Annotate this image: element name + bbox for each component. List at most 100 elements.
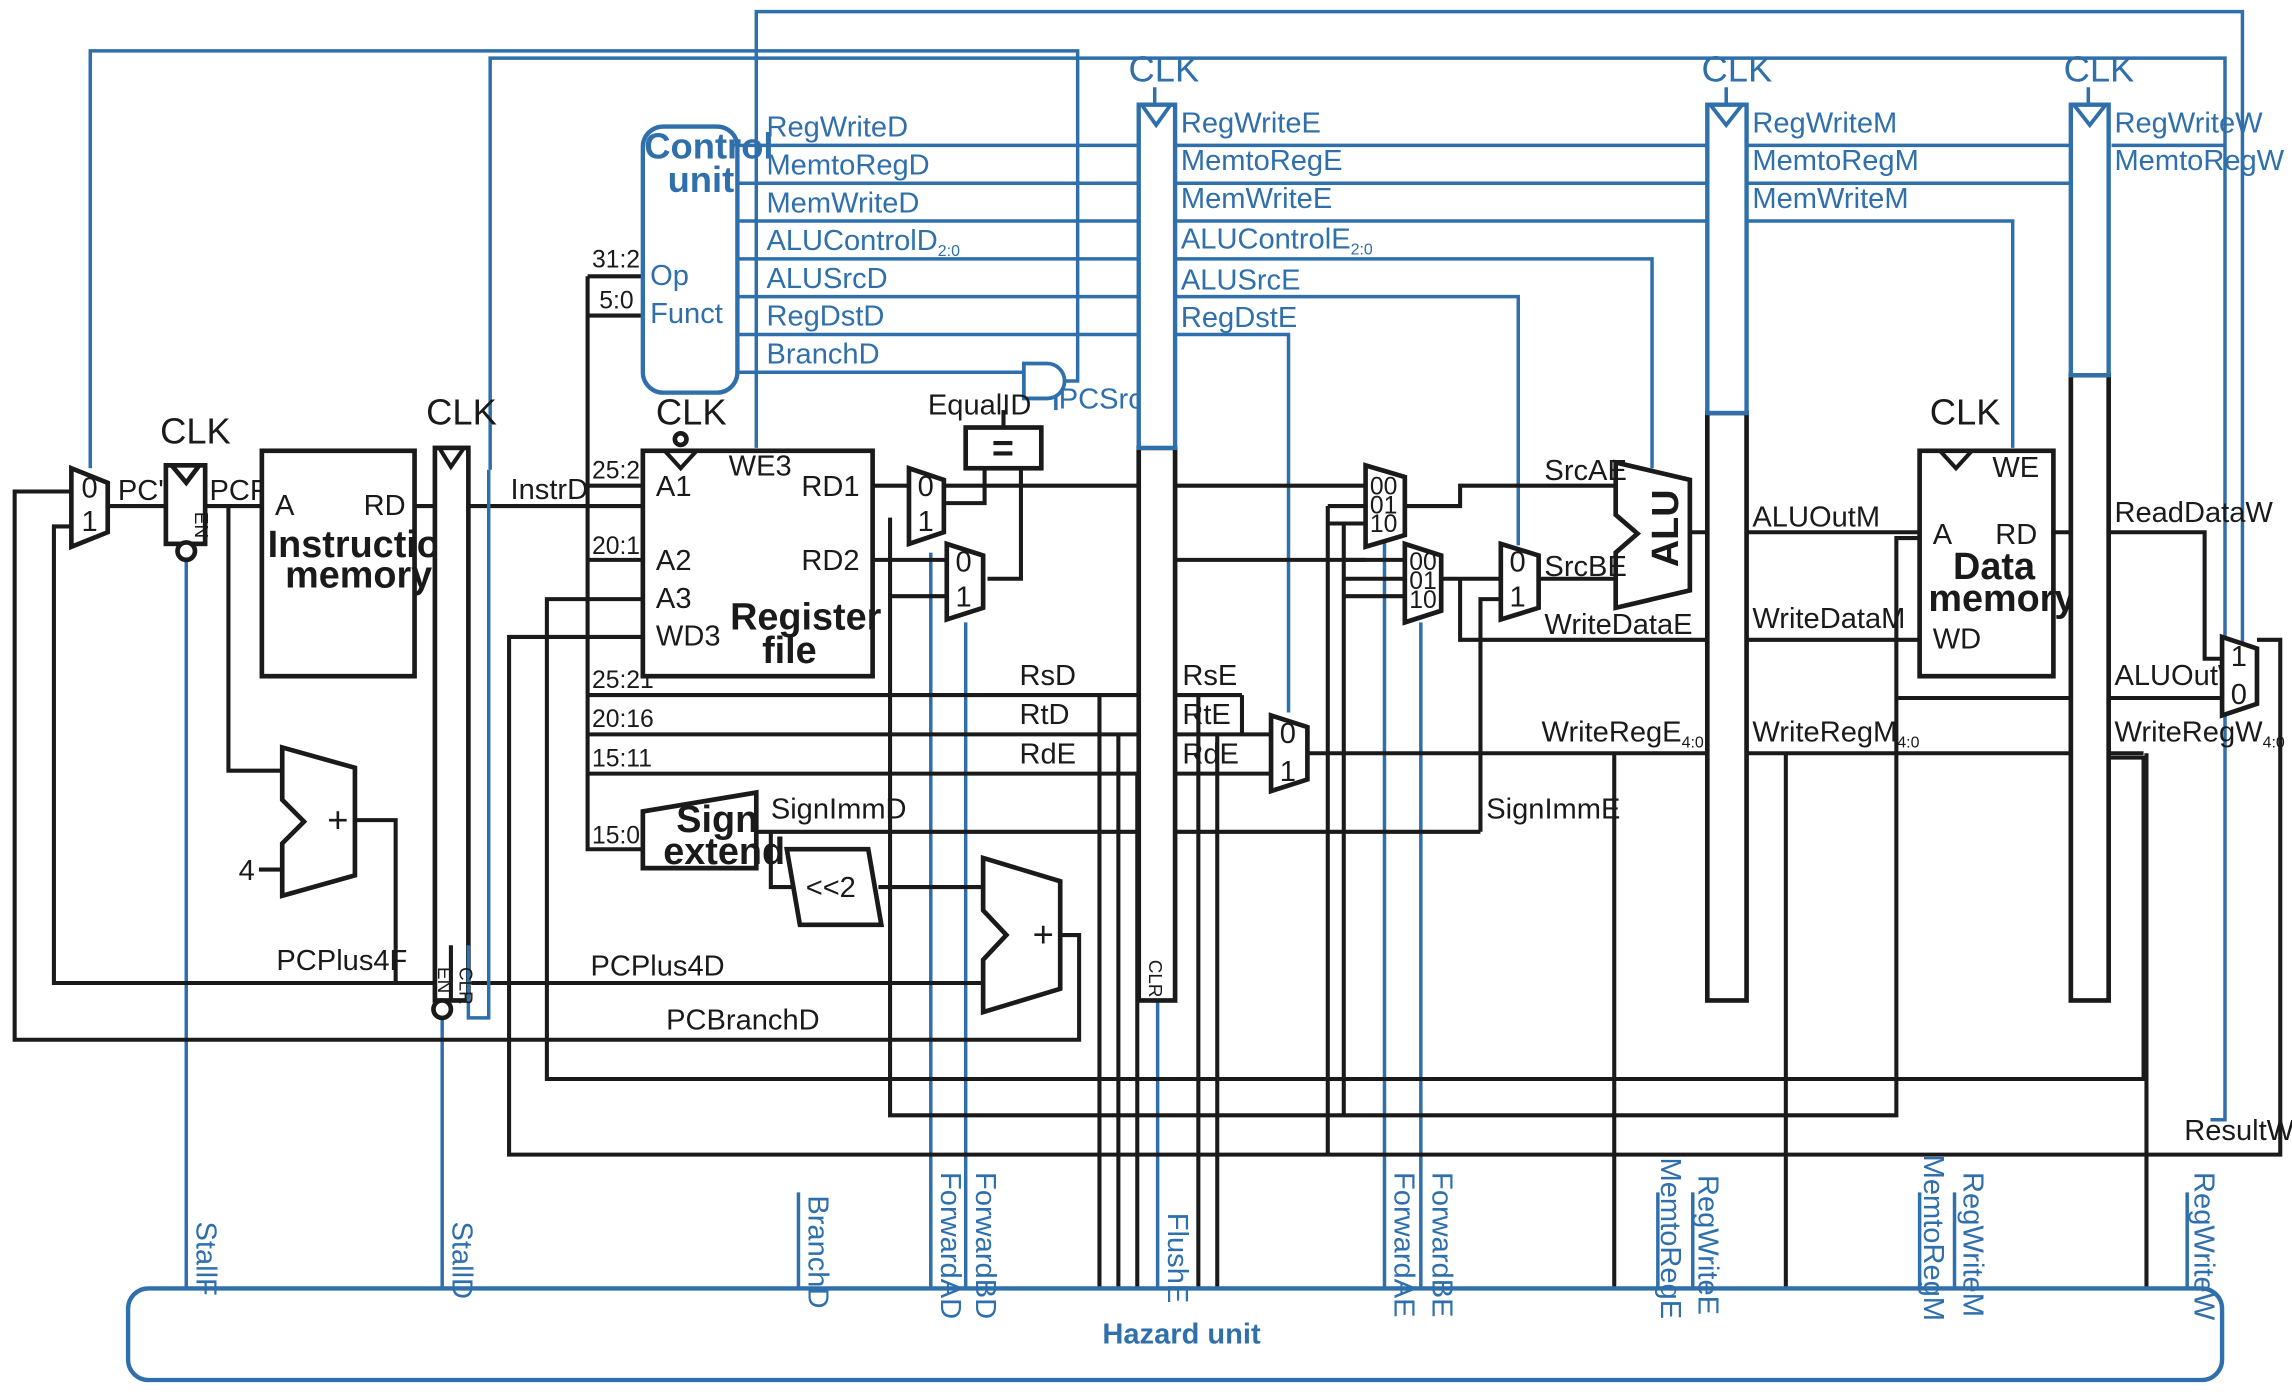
writeback-control-labels: RegWriteW MemtoRegW (2114, 107, 2284, 177)
pc-register: EN CLK (160, 411, 231, 563)
signimmd-label: SignImmD (771, 794, 907, 826)
forward-ae-mux: 00 01 10 (1363, 462, 1408, 550)
svg-text:ForwardAE: ForwardAE (1388, 1172, 1420, 1317)
dmem-clk-label: CLK (1930, 392, 2001, 433)
svg-text:EN: EN (190, 512, 211, 538)
signimme-label: SignImmE (1486, 794, 1620, 826)
svg-text:StallF: StallF (189, 1222, 221, 1296)
svg-text:Data: Data (1953, 546, 2036, 588)
svg-text:RdE: RdE (1019, 738, 1076, 770)
svg-text:RtD: RtD (1019, 699, 1069, 731)
forward-ad-mux: 0 1 (906, 465, 947, 548)
svg-text:20:16: 20:16 (592, 706, 654, 733)
svg-text:10: 10 (1409, 587, 1437, 614)
forward-be-mux: 00 01 10 (1402, 540, 1444, 626)
svg-text:MemtoRegM: MemtoRegM (1752, 145, 1918, 177)
pcf-label: PCF (210, 475, 268, 507)
svg-text:1: 1 (1280, 756, 1296, 788)
svg-text:ALUSrcD: ALUSrcD (766, 263, 887, 295)
svg-text:WE3: WE3 (729, 451, 792, 483)
exmem-clk-label: CLK (1701, 48, 1772, 89)
pcplus4d-label: PCPlus4D (591, 951, 725, 983)
svg-text:RegWriteW: RegWriteW (2114, 107, 2263, 139)
svg-text:FlushE: FlushE (1161, 1213, 1193, 1304)
alusrc-mux: 0 1 (1498, 540, 1541, 623)
svg-text:RD2: RD2 (801, 545, 859, 577)
svg-text:RegWriteM: RegWriteM (1956, 1172, 1988, 1317)
instrd-label: InstrD (511, 474, 589, 506)
svg-text:ForwardBD: ForwardBD (969, 1172, 1001, 1319)
svg-text:00: 00 (1370, 473, 1398, 500)
svg-text:A2: A2 (656, 545, 692, 577)
ifid-clk-label: CLK (426, 392, 497, 433)
svg-text:1: 1 (1510, 581, 1526, 613)
svg-text:file: file (762, 630, 817, 672)
svg-text:RtE: RtE (1182, 699, 1230, 731)
svg-text:A3: A3 (656, 583, 692, 615)
svg-text:15:11: 15:11 (592, 745, 652, 772)
svg-text:WE: WE (1992, 452, 2039, 484)
svg-text:0: 0 (956, 546, 972, 578)
equalid-label: EqualID (928, 389, 1031, 421)
alu: ALU (1613, 459, 1693, 611)
svg-text:Sign: Sign (676, 799, 758, 841)
svg-text:BranchD: BranchD (766, 339, 879, 371)
pcplus4-adder: + 4 (239, 744, 358, 899)
svg-text:RsE: RsE (1182, 660, 1237, 692)
svg-text:MemWriteD: MemWriteD (766, 187, 919, 219)
pc-clk-label: CLK (160, 411, 231, 452)
mem-wb-register: CLK (2064, 48, 2134, 1003)
svg-text:A: A (275, 490, 295, 522)
writedatae-label: WriteDataE (1544, 609, 1692, 641)
forward-bd-mux: 0 1 (944, 540, 986, 623)
svg-text:5:0: 5:0 (599, 287, 633, 314)
svg-text:MemtoRegE: MemtoRegE (1181, 145, 1343, 177)
data-memory: CLK WE A RD Data memory WD (1917, 392, 2075, 679)
pc-prime-label: PC' (118, 475, 164, 507)
svg-text:RD: RD (364, 490, 406, 522)
svg-text:Register: Register (730, 597, 882, 639)
svg-text:Funct: Funct (650, 298, 723, 330)
svg-text:01: 01 (1409, 568, 1437, 595)
svg-text:BranchD: BranchD (802, 1195, 834, 1308)
svg-text:MemtoRegW: MemtoRegW (2114, 145, 2284, 177)
svg-text:StallD: StallD (445, 1222, 477, 1300)
svg-text:1: 1 (82, 506, 98, 538)
svg-text:RegWriteM: RegWriteM (1752, 107, 1897, 139)
svg-text:0: 0 (2231, 679, 2247, 711)
execute-control-labels: RegWriteE MemtoRegE MemWriteE ALUControl… (1181, 107, 1373, 334)
shift-left-2: <<2 (784, 846, 885, 928)
branch-adder: + (980, 854, 1063, 1016)
svg-text:10: 10 (1370, 511, 1398, 538)
idex-clk-label: CLK (1129, 48, 1200, 89)
decode-reg-labels: RsD RtD RdE (1019, 660, 1076, 771)
svg-text:0: 0 (1510, 546, 1526, 578)
svg-text:00: 00 (1409, 549, 1437, 576)
svg-text:RegWriteW: RegWriteW (2187, 1172, 2219, 1321)
regdst-mux: 0 1 (1268, 712, 1310, 795)
svg-text:0: 0 (918, 471, 934, 503)
data-wires (12, 274, 2283, 1289)
resultw-label: ResultW (2184, 1115, 2292, 1147)
svg-text:0: 0 (82, 472, 98, 504)
svg-text:Control: Control (644, 126, 773, 167)
pc-mux: 0 1 (69, 464, 111, 551)
svg-text:15:0: 15:0 (592, 822, 640, 849)
register-file: CLK A1 A2 A3 WD3 WE3 RD1 RD2 Register fi… (640, 392, 882, 679)
svg-text:EN: EN (433, 967, 454, 993)
ex-mem-register: CLK (1701, 48, 1772, 1003)
svg-text:Instruction: Instruction (268, 524, 463, 566)
result-mux: 1 0 (2219, 633, 2260, 719)
svg-text:memory: memory (1928, 578, 2075, 620)
svg-text:0: 0 (1280, 718, 1296, 750)
control-unit: Control unit Op Funct (640, 124, 774, 395)
svg-text:ALU: ALU (1645, 489, 1687, 567)
svg-text:ALUControlE2:0: ALUControlE2:0 (1181, 224, 1373, 259)
svg-text:1: 1 (956, 581, 972, 613)
svg-text:4: 4 (239, 855, 255, 887)
svg-text:MemWriteE: MemWriteE (1181, 183, 1332, 215)
svg-text:Op: Op (650, 260, 689, 292)
svg-text:1: 1 (2231, 641, 2247, 673)
svg-text:RegWriteE: RegWriteE (1181, 107, 1321, 139)
